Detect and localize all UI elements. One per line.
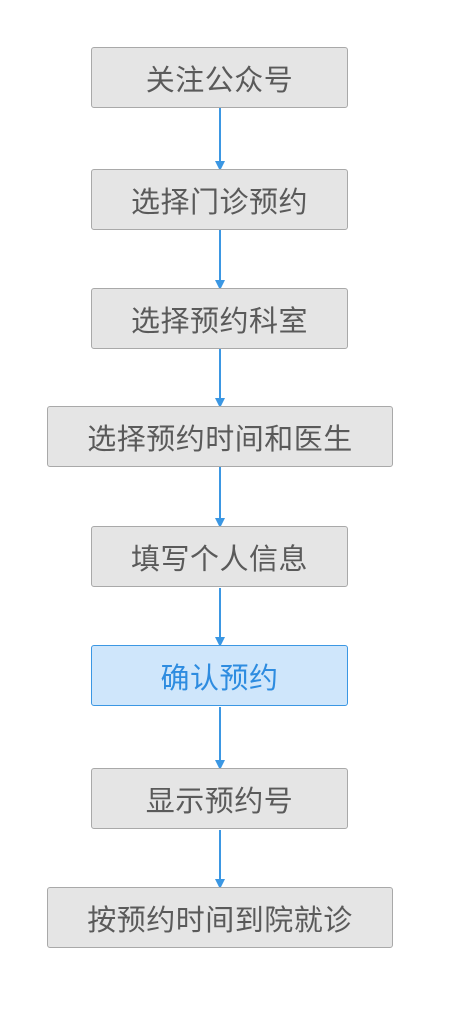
step-confirm: 确认预约 xyxy=(91,645,348,706)
step-choose-time-doctor: 选择预约时间和医生 xyxy=(47,406,393,467)
step-choose-department: 选择预约科室 xyxy=(91,288,348,349)
step-visit-hospital: 按预约时间到院就诊 xyxy=(47,887,393,948)
step-follow-account: 关注公众号 xyxy=(91,47,348,108)
step-choose-outpatient: 选择门诊预约 xyxy=(91,169,348,230)
step-fill-info: 填写个人信息 xyxy=(91,526,348,587)
step-show-number: 显示预约号 xyxy=(91,768,348,829)
